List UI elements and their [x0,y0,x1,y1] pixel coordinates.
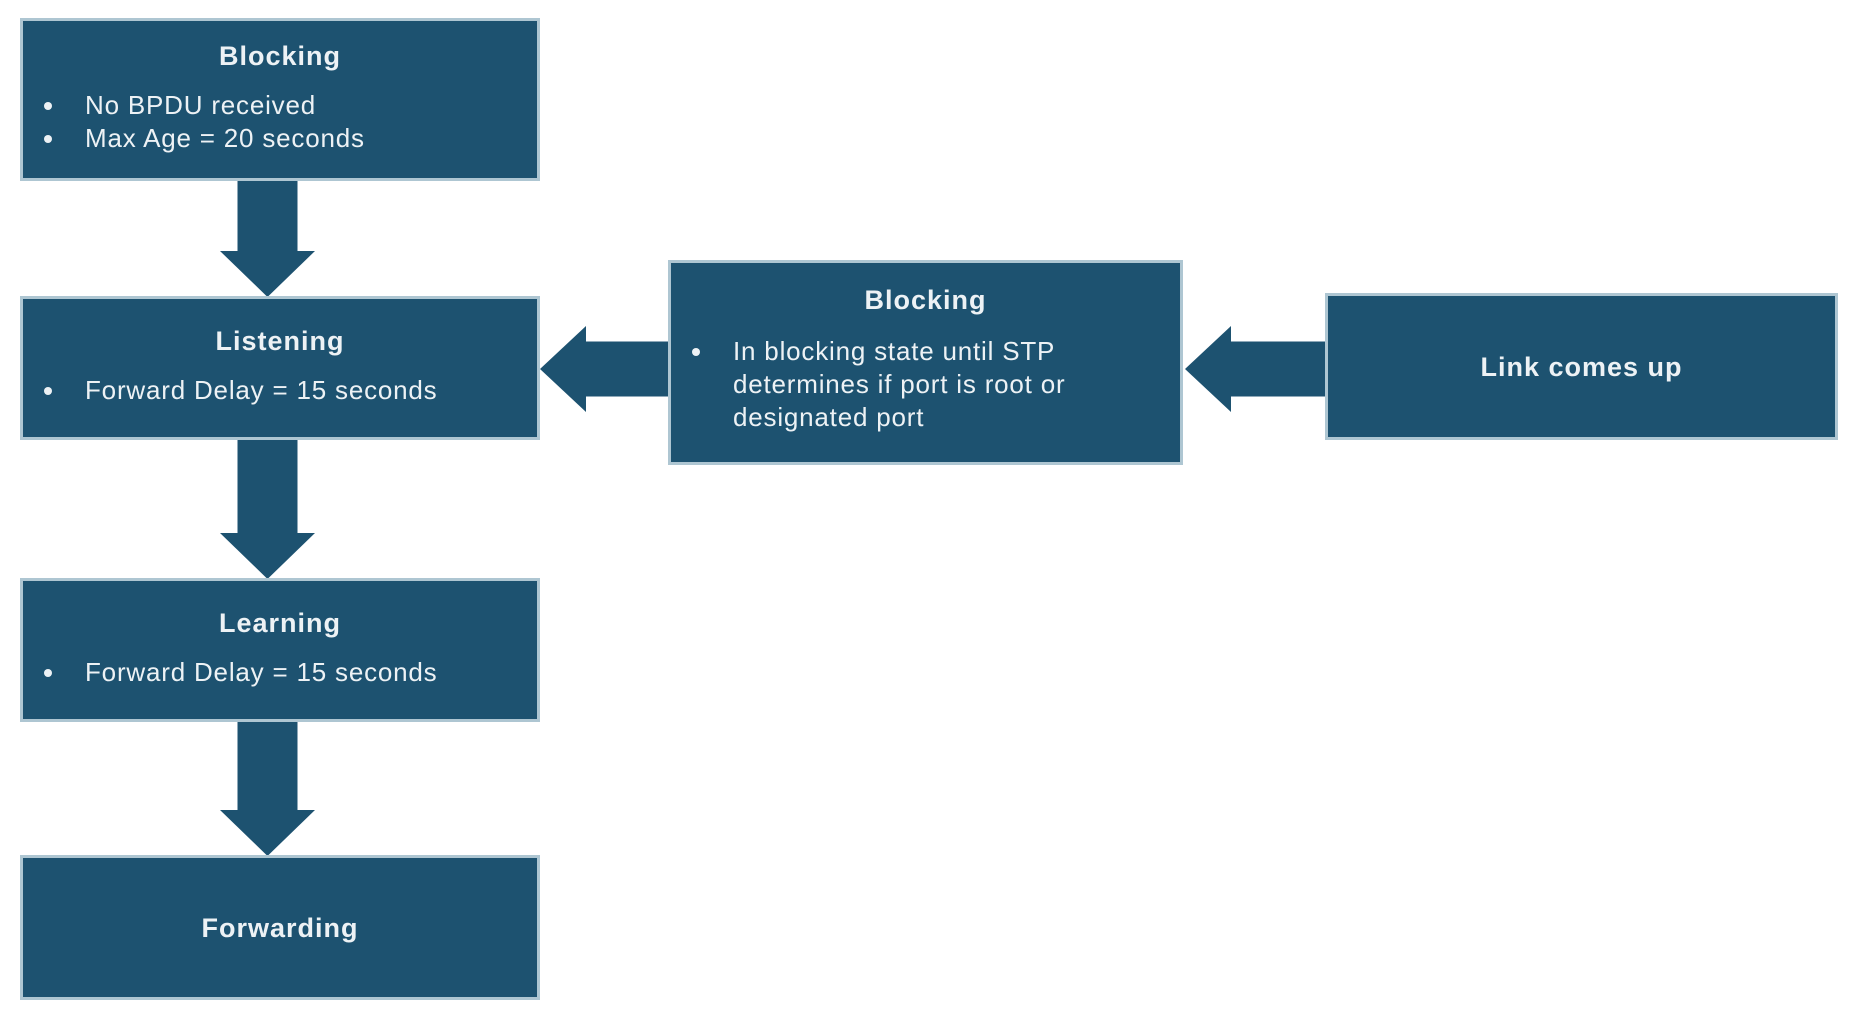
arrow-left-link-up-to-blocking-icon [1185,326,1325,412]
listening-state-box: Listening Forward Delay = 15 seconds [20,296,540,440]
bullet-dot-icon [692,348,700,356]
bullet-text: Forward Delay = 15 seconds [85,657,438,687]
bullet-list: Forward Delay = 15 seconds [23,374,537,407]
bullet-text: No BPDU received [85,90,316,120]
bullet-text-line: determines if port is root or [733,369,1066,399]
arrow-down-blocking-to-listening-icon [220,181,315,297]
link-comes-up-box: Link comes up [1325,293,1838,440]
blocking-state-box: Blocking No BPDU received Max Age = 20 s… [20,18,540,181]
box-title: Link comes up [1480,351,1683,382]
box-title: Forwarding [201,912,359,943]
bullet-item: Max Age = 20 seconds [23,122,537,155]
bullet-text: Max Age = 20 seconds [85,123,365,153]
box-title: Listening [215,326,345,356]
bullet-text-line: designated port [733,402,925,432]
bullet-item: In blocking state until STP determines i… [671,335,1180,434]
box-title: Blocking [218,41,341,71]
bullet-dot-icon [44,387,52,395]
arrow-down-listening-to-learning-icon [220,440,315,579]
bullet-dot-icon [44,669,52,677]
bullet-item: Forward Delay = 15 seconds [23,656,537,689]
box-title: Blocking [864,285,987,315]
bullet-item: No BPDU received [23,89,537,122]
bullet-text-line: In blocking state until STP [733,336,1056,366]
blocking-description-box: Blocking In blocking state until STP det… [668,260,1183,465]
bullet-list: In blocking state until STP determines i… [671,335,1180,434]
bullet-list: Forward Delay = 15 seconds [23,656,537,689]
bullet-text: Forward Delay = 15 seconds [85,375,438,405]
arrow-left-blocking-mid-to-listening-icon [540,326,668,412]
bullet-dot-icon [44,135,52,143]
forwarding-state-box: Forwarding [20,855,540,1000]
bullet-list: No BPDU received Max Age = 20 seconds [23,89,537,155]
arrow-down-learning-to-forwarding-icon [220,722,315,856]
bullet-text-lines: In blocking state until STP determines i… [733,335,1180,434]
bullet-item: Forward Delay = 15 seconds [23,374,537,407]
bullet-dot-icon [44,102,52,110]
box-title: Learning [218,608,341,638]
learning-state-box: Learning Forward Delay = 15 seconds [20,578,540,722]
